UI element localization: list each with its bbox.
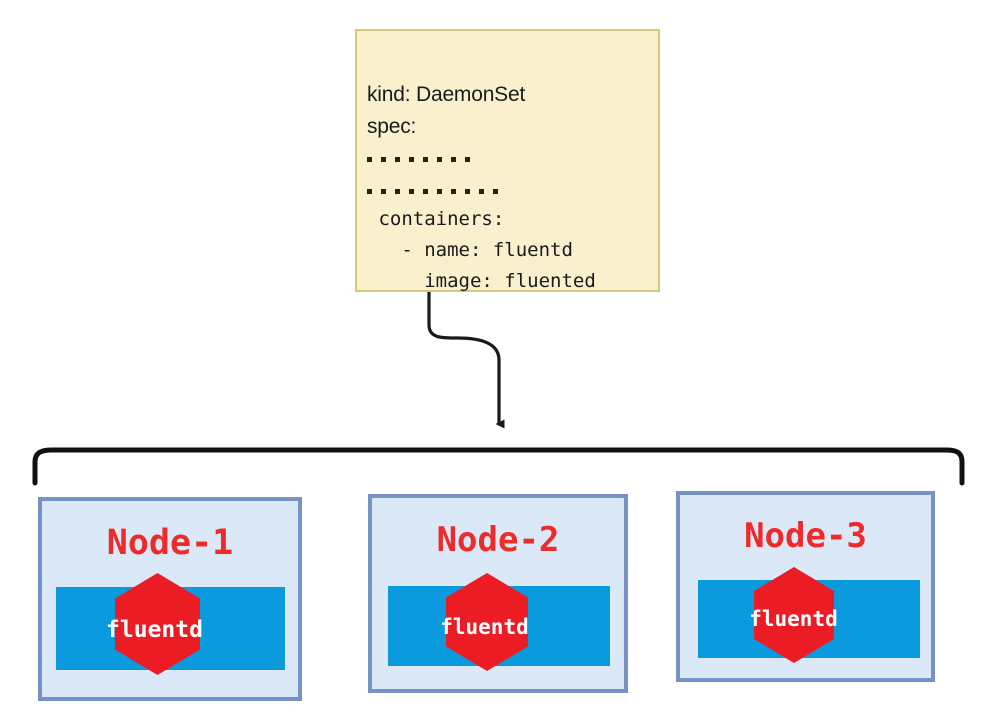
dot: [465, 189, 470, 194]
node-box-3[interactable]: Node-3 fluentd: [676, 491, 935, 682]
dot: [395, 157, 400, 162]
spec-line-container-image: image: fluented: [367, 270, 596, 292]
dot: [367, 157, 372, 162]
spec-line-containers: containers:: [367, 208, 505, 230]
spec-line-dots-1: [367, 157, 479, 162]
dot: [451, 157, 456, 162]
spec-line-dots-2: [367, 189, 507, 194]
pod-label: fluentd: [106, 617, 203, 643]
dot: [367, 189, 372, 194]
dot: [423, 157, 428, 162]
node-title: Node-1: [106, 523, 234, 563]
dot: [493, 189, 498, 194]
dot: [409, 157, 414, 162]
pod-label: fluentd: [749, 607, 838, 631]
node-box-2[interactable]: Node-2 fluentd: [368, 494, 628, 693]
dot: [423, 189, 428, 194]
daemonset-to-nodes-arrow: [427, 292, 505, 429]
nodes-group-brace: [32, 447, 965, 486]
dot: [437, 189, 442, 194]
spec-line-container-name: - name: fluentd: [367, 239, 573, 261]
dot: [451, 189, 456, 194]
node-title: Node-2: [436, 520, 560, 560]
dot: [381, 189, 386, 194]
dot: [381, 157, 386, 162]
spec-line-kind: kind: DaemonSet: [367, 83, 526, 106]
dot: [409, 189, 414, 194]
dot: [479, 189, 484, 194]
daemonset-spec-box: kind: DaemonSet spec: containers: - name…: [355, 29, 660, 292]
pod-label: fluentd: [440, 615, 529, 639]
fluentd-hexagon-icon: [115, 573, 200, 675]
node-box-1[interactable]: Node-1 fluentd: [38, 497, 302, 701]
node-title: Node-3: [744, 516, 867, 556]
dot: [437, 157, 442, 162]
spec-line-spec: spec:: [367, 115, 417, 138]
dot: [395, 189, 400, 194]
dot: [465, 157, 470, 162]
